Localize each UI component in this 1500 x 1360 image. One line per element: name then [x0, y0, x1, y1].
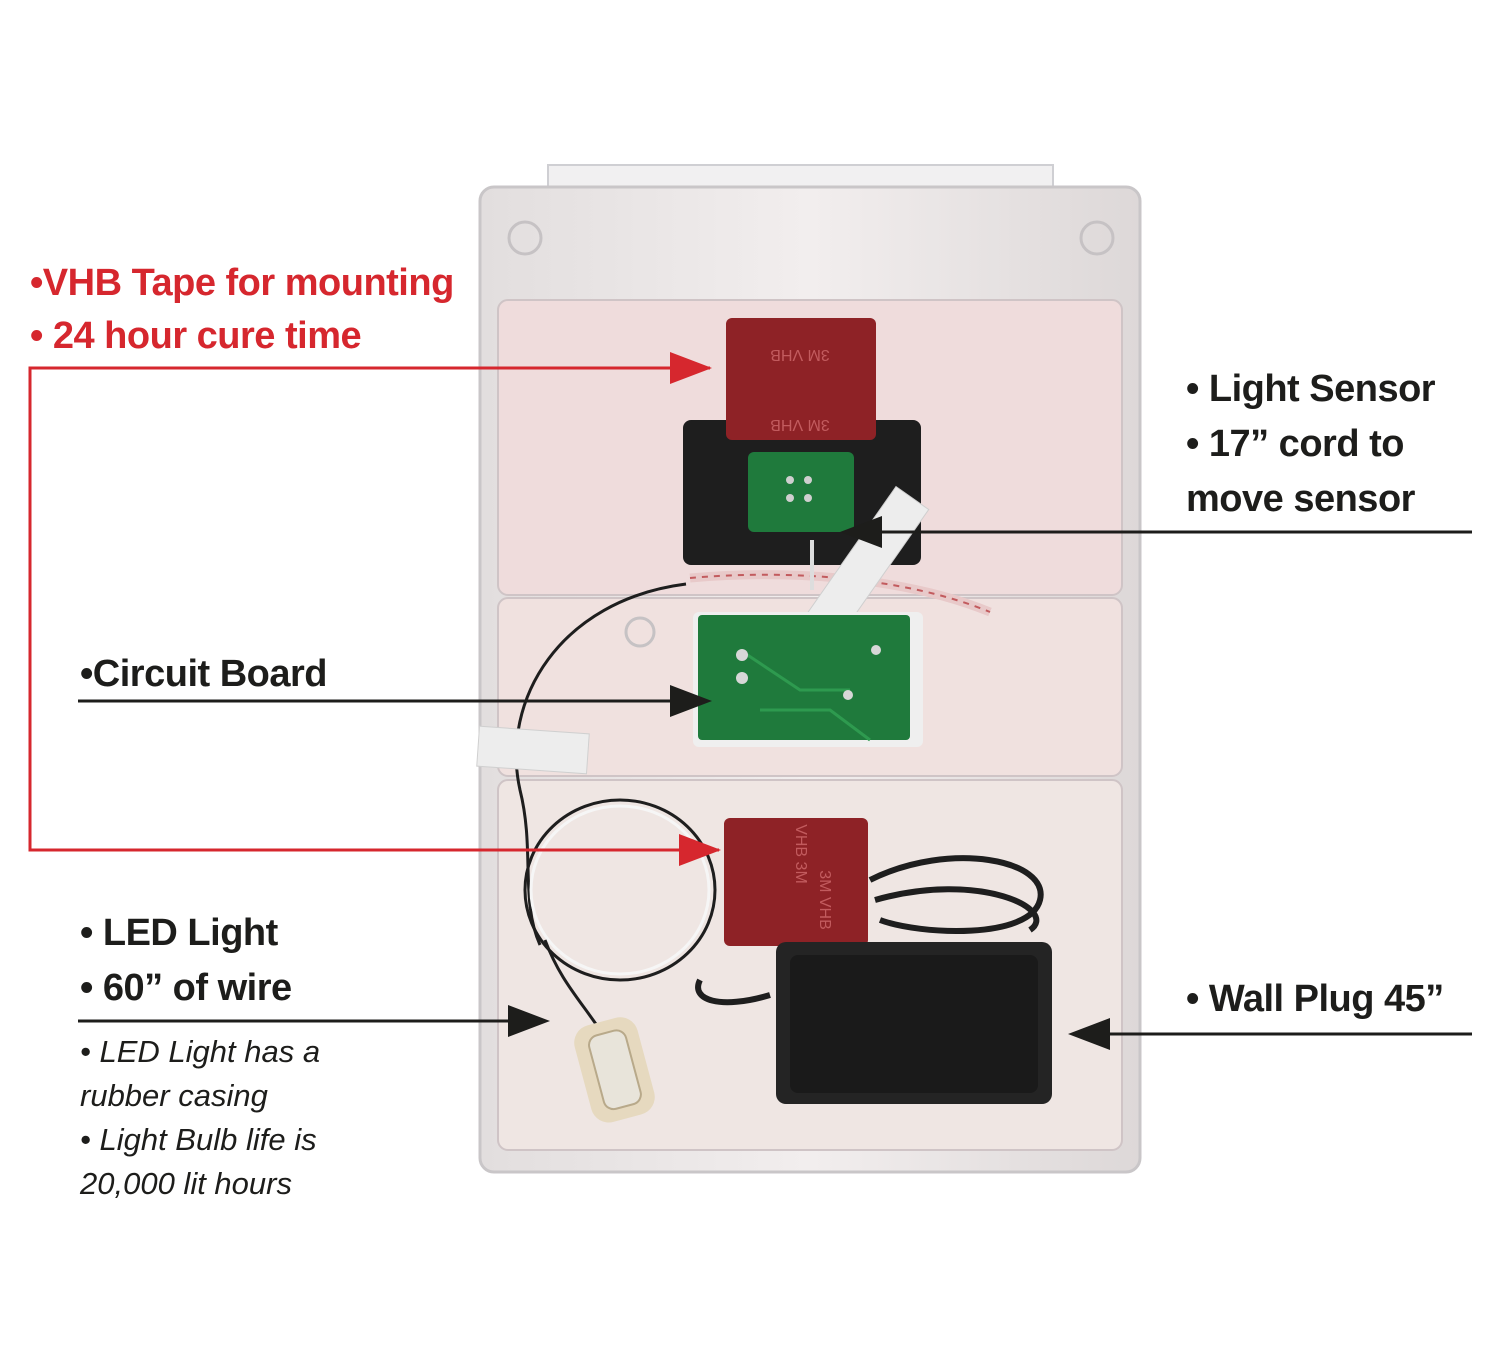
wall-plug-line: • Wall Plug 45”: [1186, 978, 1444, 1020]
circuit-board-callout: •Circuit Board: [80, 648, 328, 701]
led-light-callout: • LED Light • 60” of wire: [80, 906, 292, 1016]
led-note-line: 20,000 lit hours: [80, 1166, 292, 1201]
vhb-tape-top: 3M VHB 3M VHB: [726, 318, 876, 440]
vhb-callout-arrows: [28, 352, 721, 866]
cord-length-line: • 17” cord to: [1186, 423, 1404, 465]
circuit-board: [476, 612, 923, 775]
move-sensor-line: move sensor: [1186, 478, 1415, 520]
light-sensor-arrow: [840, 516, 1472, 548]
vhb-tape-bottom: VHB 3M 3M VHB: [724, 818, 868, 946]
led-light-notes: • LED Light has a rubber casing • Light …: [80, 1030, 320, 1206]
light-sensor-line: • Light Sensor: [1186, 368, 1436, 410]
circuit-board-line: •Circuit Board: [80, 653, 328, 695]
led-bulb: [574, 1017, 655, 1123]
tape-brand-text: 3M VHB: [770, 416, 830, 433]
led-note-line: rubber casing: [80, 1078, 268, 1113]
led-light-line: • LED Light: [80, 912, 278, 954]
tape-brand-text: 3M VHB: [770, 346, 830, 363]
tape-brand-text: 3M VHB: [816, 870, 833, 930]
wall-plug: [695, 855, 1052, 1104]
wall-plug-callout: • Wall Plug 45”: [1186, 973, 1444, 1026]
led-light-arrow: [78, 1005, 550, 1037]
vhb-tape-line: •VHB Tape for mounting: [30, 262, 454, 304]
led-note-line: • LED Light has a: [80, 1034, 321, 1069]
led-wire-loop: [523, 798, 717, 1031]
vhb-tape-callout: •VHB Tape for mounting • 24 hour cure ti…: [30, 257, 454, 363]
wall-plug-arrow: [1068, 1018, 1472, 1050]
led-note-line: • Light Bulb life is: [80, 1122, 317, 1157]
cure-time-line: • 24 hour cure time: [30, 315, 362, 358]
wire-length-line: • 60” of wire: [80, 967, 292, 1009]
tape-brand-text: VHB 3M: [792, 824, 809, 884]
light-sensor-callout: • Light Sensor • 17” cord to move sensor: [1186, 362, 1436, 527]
circuit-board-arrow: [78, 685, 712, 717]
